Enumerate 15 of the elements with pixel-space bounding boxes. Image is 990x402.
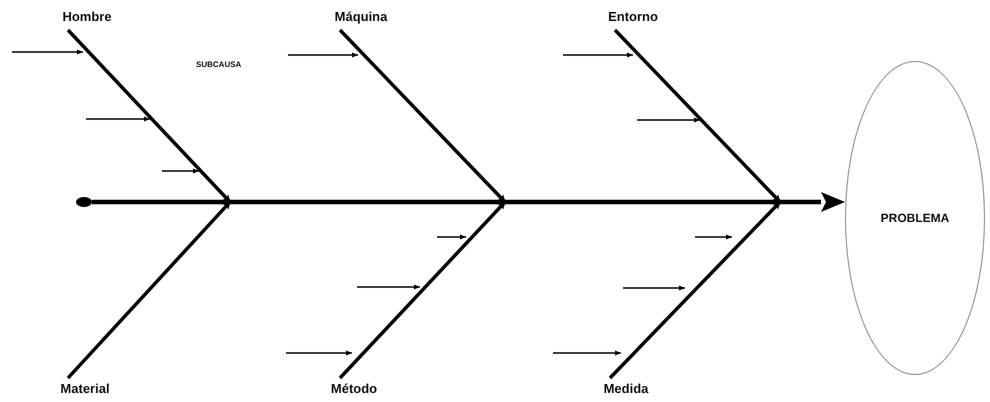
subcause-arrow	[553, 350, 621, 356]
subcause-arrow	[286, 350, 352, 356]
spine-arrow	[92, 192, 845, 212]
problem-ellipse: PROBLEMA	[845, 61, 985, 375]
cause-label: Máquina	[334, 9, 388, 24]
cause-label: Entorno	[608, 9, 658, 24]
subcause-note: SUBCAUSA	[196, 60, 242, 69]
tail-dot	[76, 197, 92, 207]
subcause-arrow	[563, 52, 633, 58]
cause-label: Medida	[604, 381, 648, 396]
cause-label: Material	[60, 381, 110, 396]
subcause-arrow	[288, 52, 358, 58]
cause-label: Método	[330, 381, 378, 396]
cause-label: Hombre	[62, 9, 112, 24]
subcause-arrow	[12, 50, 83, 54]
